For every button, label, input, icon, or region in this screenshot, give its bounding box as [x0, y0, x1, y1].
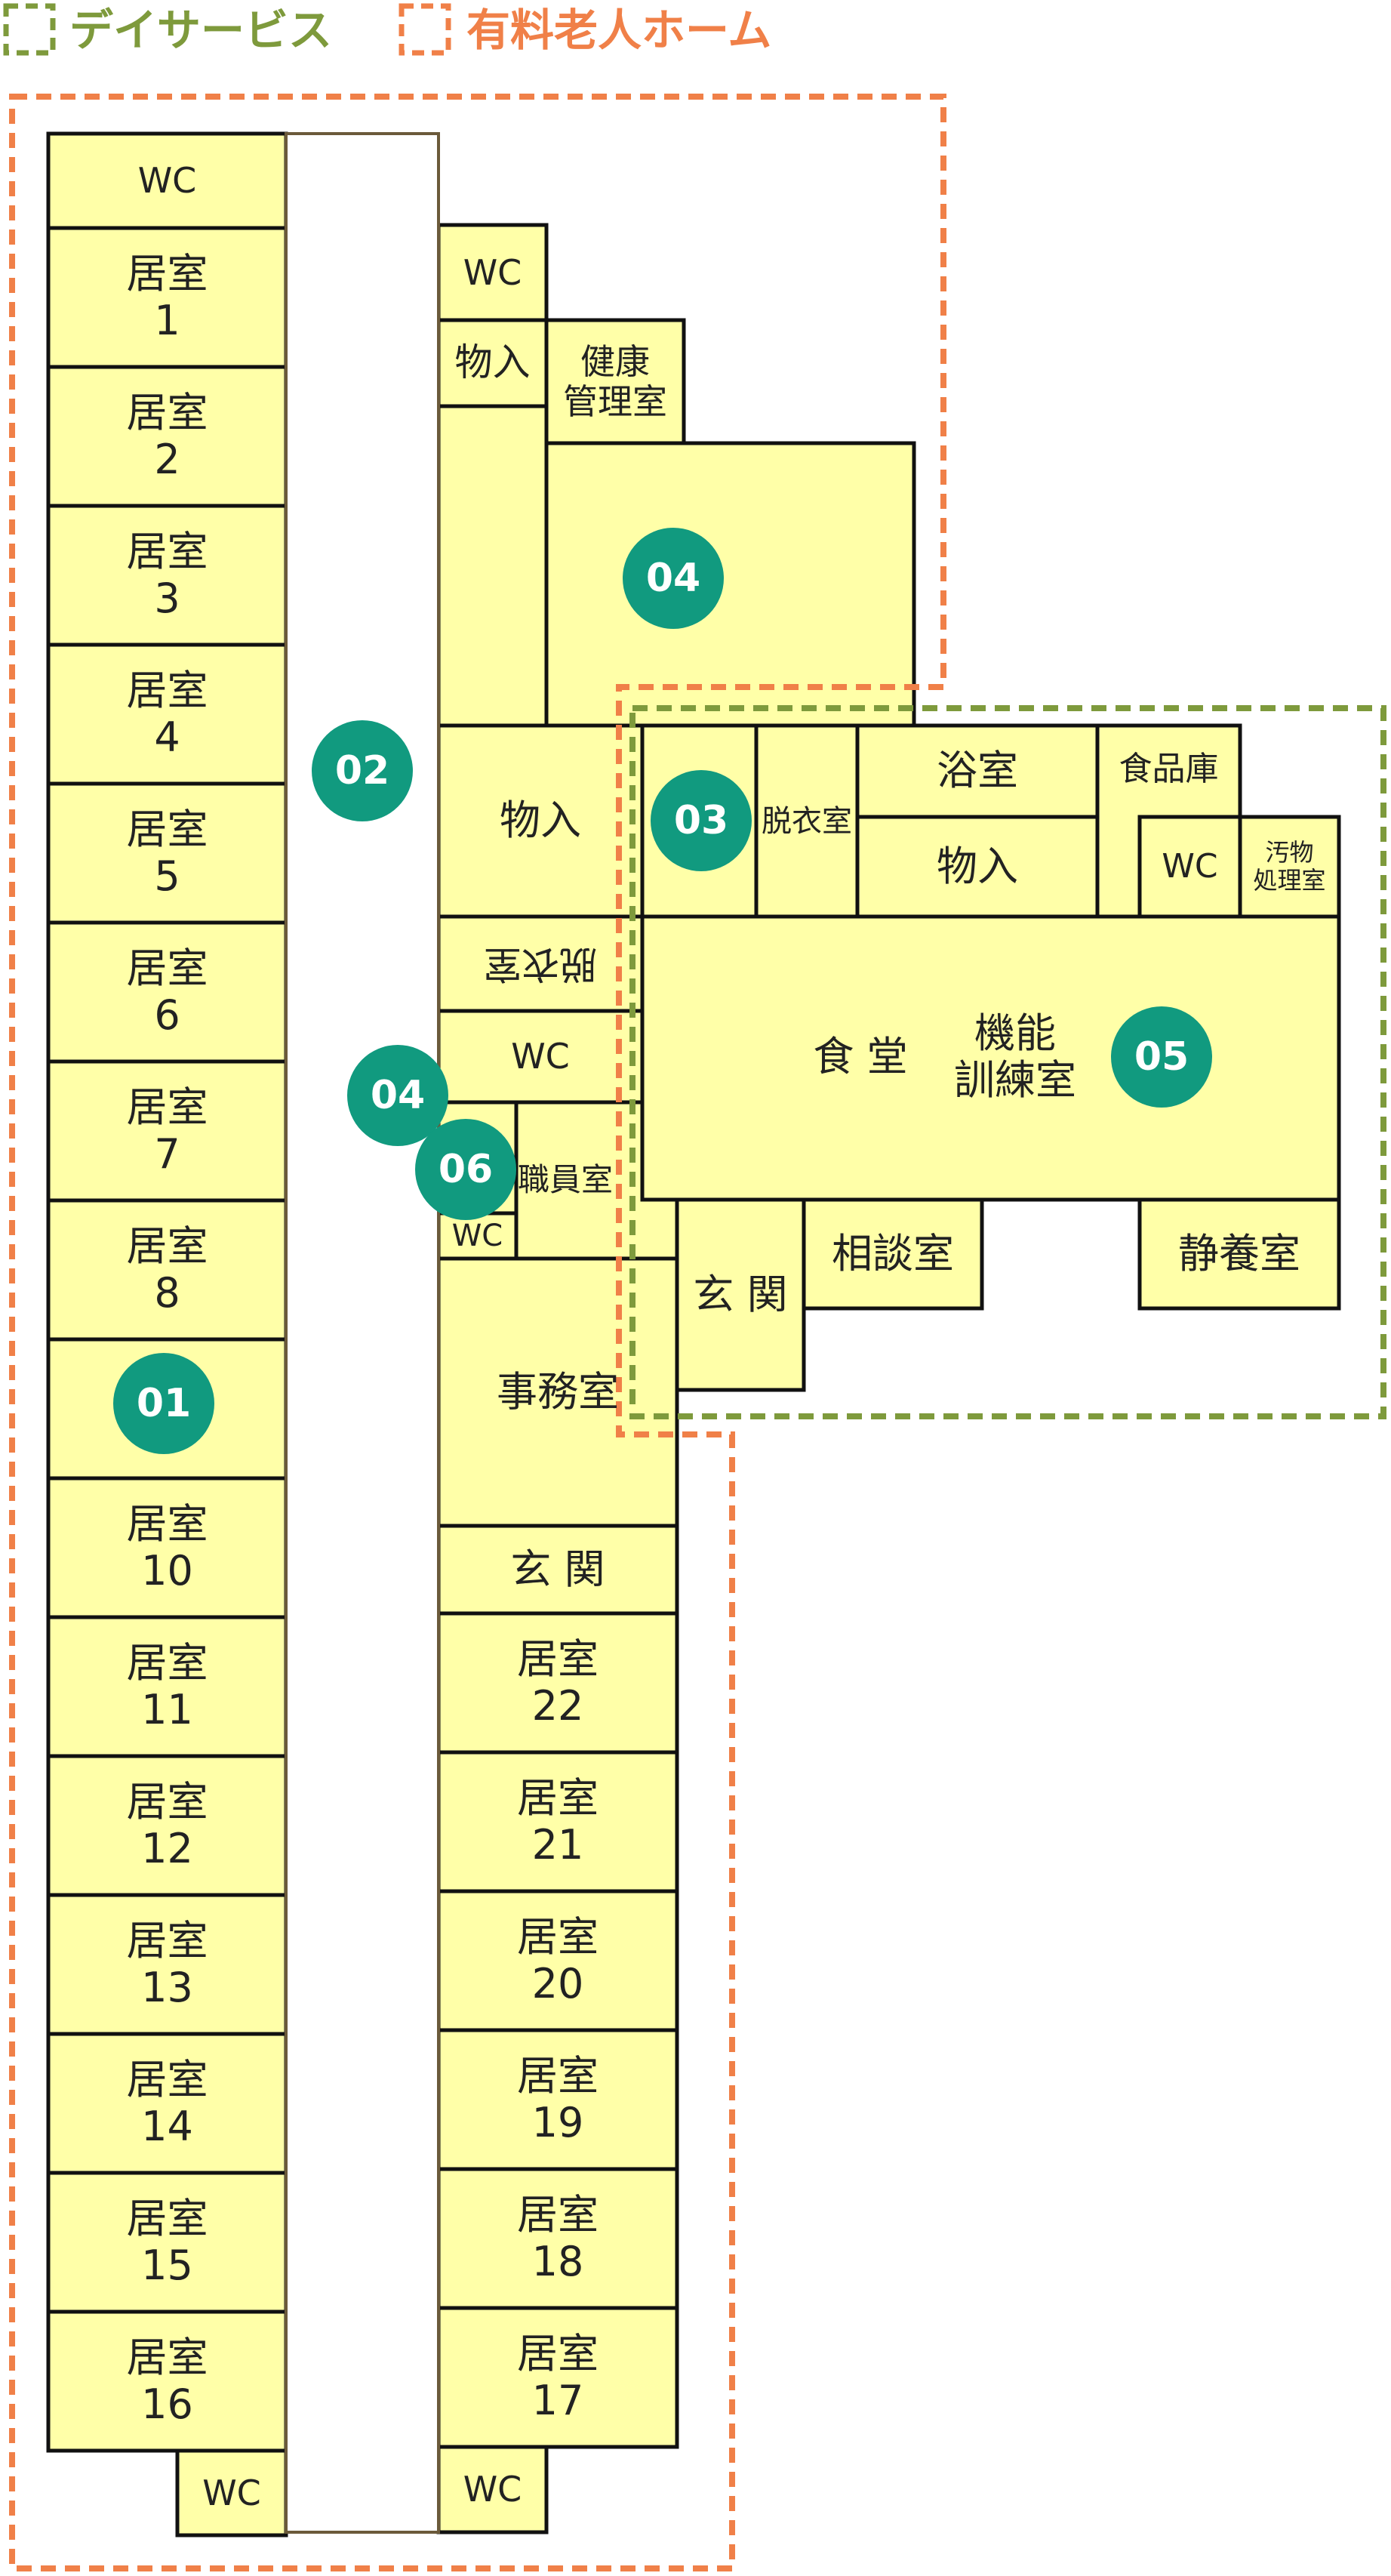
- room-18: [436, 2167, 679, 2310]
- badge-06: 06: [415, 1119, 516, 1220]
- room-11: [46, 1615, 288, 1758]
- room-wc-bottom-mid: [436, 2445, 549, 2534]
- legend-nursing-home-label: 有料老人ホーム: [466, 5, 771, 56]
- hall-upper-right: [544, 441, 916, 728]
- rooms-layer: [46, 131, 1341, 2537]
- room-entrance-main: [436, 1524, 679, 1616]
- room-storage-mid: [436, 723, 645, 919]
- room-21: [436, 1750, 679, 1893]
- room-10: [46, 1476, 288, 1619]
- room-wc-small: [436, 1211, 519, 1261]
- nursing-home-boundary: [9, 94, 946, 2571]
- room-health: [544, 318, 686, 445]
- room-3: [46, 504, 288, 647]
- day-service-boundary: [629, 705, 1386, 1419]
- legend-nursing-home-swatch: [399, 3, 451, 56]
- room-bath: [855, 723, 1100, 819]
- room-wc-right: [1137, 815, 1242, 919]
- room-storage-top: [436, 318, 549, 408]
- room-13: [46, 1893, 288, 2036]
- room-consult: [802, 1197, 984, 1311]
- room-6: [46, 920, 288, 1064]
- room-changing: [754, 723, 860, 919]
- room-5: [46, 781, 288, 925]
- room-22: [436, 1611, 679, 1755]
- badge-01: 01: [113, 1353, 214, 1454]
- room-4: [46, 642, 288, 786]
- room-2: [46, 365, 288, 508]
- badge-02: 02: [312, 720, 413, 821]
- room-16: [46, 2309, 288, 2453]
- room-wc-mid-top: [436, 223, 549, 322]
- room-wc-bottom-left: [175, 2448, 288, 2537]
- room-19: [436, 2028, 679, 2171]
- badge-05: 05: [1111, 1006, 1212, 1108]
- room-8: [46, 1198, 288, 1342]
- room-15: [46, 2171, 288, 2314]
- badge-03: 03: [651, 770, 752, 871]
- room-changing-rotated: [436, 914, 645, 1013]
- badge-04-mid: 04: [347, 1045, 448, 1146]
- room-20: [436, 1889, 679, 2032]
- room-dining-training: [640, 914, 1341, 1202]
- room-storage-right: [855, 815, 1100, 919]
- room-soiled: [1238, 815, 1341, 919]
- room-wc-top-left: [46, 131, 288, 230]
- room-14: [46, 2032, 288, 2175]
- room-office: [436, 1256, 679, 1528]
- legend-day-service-swatch: [3, 3, 56, 56]
- room-rest: [1137, 1197, 1341, 1311]
- room-12: [46, 1754, 288, 1897]
- room-wc-mid: [436, 1009, 645, 1105]
- corridor: [285, 132, 440, 2534]
- badge-04-top: 04: [623, 528, 724, 629]
- room-17: [436, 2306, 679, 2449]
- legend-day-service-label: デイサービス: [69, 5, 332, 56]
- room-7: [46, 1059, 288, 1203]
- hall-upper: [436, 404, 549, 728]
- room-entrance-ds: [675, 1197, 806, 1392]
- room-1: [46, 226, 288, 369]
